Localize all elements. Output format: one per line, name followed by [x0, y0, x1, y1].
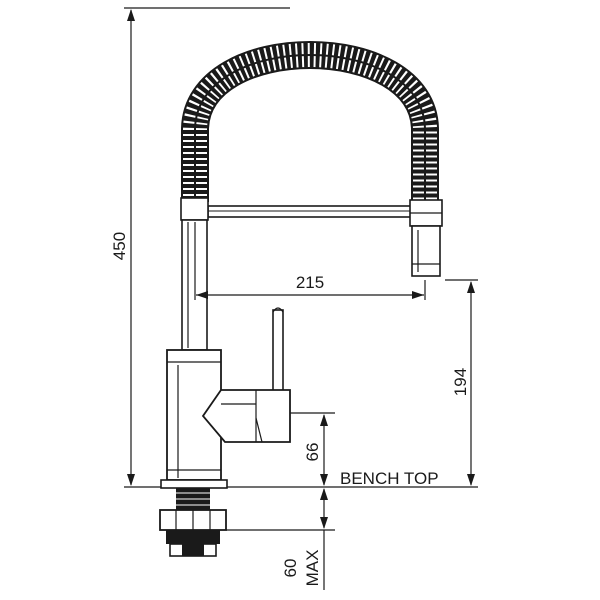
spout-reach-label: 215	[296, 273, 324, 292]
spout-reach-dimension: 215	[194, 222, 426, 300]
bench-thickness-label: 60	[281, 559, 300, 578]
spout-arm	[207, 205, 412, 218]
spray-head-body	[411, 225, 441, 277]
spring-hose	[181, 41, 439, 202]
thickness-arrow-bottom	[320, 517, 328, 529]
lever-handle	[201, 307, 291, 443]
body-height-dimension: 66	[290, 412, 335, 486]
lever-tip	[272, 307, 284, 313]
lever-cartridge-housing	[201, 389, 291, 443]
overall-height-dimension: 450	[110, 7, 290, 488]
body-height-arrow-bottom	[320, 474, 328, 486]
outlet-arrow-bottom	[467, 474, 475, 486]
bench-top-label: BENCH TOP	[340, 469, 439, 488]
mixer-base-plate	[160, 479, 228, 489]
lock-ring	[166, 530, 220, 544]
lever-stem	[272, 309, 284, 393]
arrowhead-top	[127, 9, 135, 21]
reach-arrow-right	[412, 291, 424, 299]
arrowhead-bottom	[127, 474, 135, 486]
spring-centerline	[194, 54, 426, 202]
overall-height-label: 450	[110, 232, 129, 260]
body-height-label: 66	[303, 443, 322, 462]
under-bench-fixing	[159, 488, 227, 557]
lever-housing-bevel	[255, 417, 263, 443]
spray-head	[409, 199, 443, 277]
thickness-arrow-top	[320, 488, 328, 500]
bench-thickness-dimension: 60 MAX	[226, 488, 335, 590]
outlet-height-dimension: 194	[445, 279, 478, 486]
bench-top: BENCH TOP	[227, 469, 478, 488]
shank-end-core	[182, 544, 204, 556]
outlet-height-label: 194	[451, 368, 470, 396]
reach-arrow-left	[196, 291, 208, 299]
body-height-arrow-top	[320, 414, 328, 426]
bench-thickness-max-label: MAX	[303, 550, 322, 587]
outlet-arrow-top	[467, 281, 475, 293]
riser-top-collar	[180, 197, 209, 221]
